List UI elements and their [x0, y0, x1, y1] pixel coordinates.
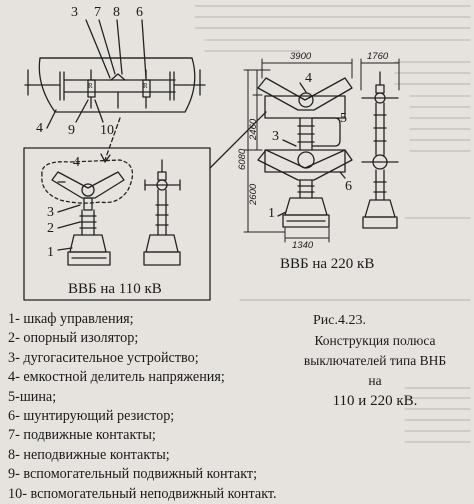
figure-title-line: Конструкция полюса	[314, 333, 436, 348]
vvb220-label-6: 6	[345, 179, 352, 194]
legend-item: 3- дугогасительное устройство;	[8, 349, 199, 366]
legend-list: 1- шкаф управления; 2- опорный изолятор;…	[8, 310, 277, 504]
caption-vvb110: ВВБ на 110 кВ	[68, 281, 162, 297]
bleed-through-lines	[194, 5, 471, 443]
vvb110-pole-main	[41, 159, 134, 266]
legend-item: 8- неподвижные контакты;	[8, 446, 170, 463]
vvb220-label-1: 1	[268, 206, 275, 221]
schematic-label-10: 10	[100, 123, 114, 138]
dimension-2600: 2600	[248, 183, 259, 205]
textbook-page: 3 7 8 6 4 9 10 R R 4 3 2 1 4 5 3 1 6 390…	[8, 5, 471, 502]
vvb110-pole-side	[143, 159, 181, 266]
figure-title: Конструкция полюса выключателей типа ВНБ…	[300, 331, 450, 411]
schematic-label-9: 9	[68, 123, 75, 138]
vvb110-label-4: 4	[73, 155, 80, 170]
figure-title-line: 110 и 220 кВ.	[332, 393, 418, 409]
legend-item: 5-шина;	[8, 388, 57, 405]
schematic-label-6: 6	[136, 5, 143, 20]
dimension-3900: 3900	[290, 51, 312, 62]
legend-item: 7- подвижные контакты;	[8, 427, 156, 444]
schematic-label-3: 3	[71, 5, 78, 20]
dimension-6080: 6080	[237, 148, 248, 170]
legend-item: 6- шунтирующий резистор;	[8, 408, 175, 425]
vvb220-pole-main	[257, 77, 353, 228]
vvb220-label-5: 5	[340, 111, 347, 126]
vvb110-frame	[23, 147, 211, 301]
leader-arrow-head	[100, 153, 111, 163]
schematic-label-4: 4	[36, 121, 43, 136]
vvb110-label-3: 3	[47, 205, 54, 220]
vvb220-label-3: 3	[272, 129, 279, 144]
dimension-1340: 1340	[292, 240, 314, 251]
figure-number: Рис.4.23.	[313, 313, 366, 328]
legend-item: 2- опорный изолятор;	[8, 330, 139, 347]
leader-arrow	[104, 117, 121, 161]
vvb110-label-1: 1	[47, 245, 54, 260]
dimension-2460: 2460	[248, 118, 259, 140]
legend-item: 10- вспомогательный неподвижный контакт.	[8, 485, 277, 502]
schematic-label-7: 7	[94, 5, 101, 20]
breaker-drawings	[23, 5, 471, 443]
caption-vvb220: ВВБ на 220 кВ	[280, 256, 375, 272]
schematic-r-label-1: R	[88, 82, 93, 90]
legend-item: 4- емкостной делитель напряжения;	[8, 369, 225, 386]
legend-item: 9- вспомогательный подвижный контакт;	[8, 466, 258, 483]
dimension-lines	[243, 58, 400, 243]
schematic-diagram	[24, 19, 206, 129]
vvb220-label-4: 4	[305, 71, 312, 86]
legend-item: 1- шкаф управления;	[8, 311, 134, 327]
vvb110-label-2: 2	[47, 221, 54, 236]
dimension-1760: 1760	[367, 51, 389, 62]
schematic-r-label-2: R	[143, 82, 148, 90]
figure-title-line: выключателей типа ВНБ на	[303, 353, 447, 388]
schematic-label-8: 8	[113, 5, 120, 20]
vvb220-pole-side	[361, 71, 399, 229]
